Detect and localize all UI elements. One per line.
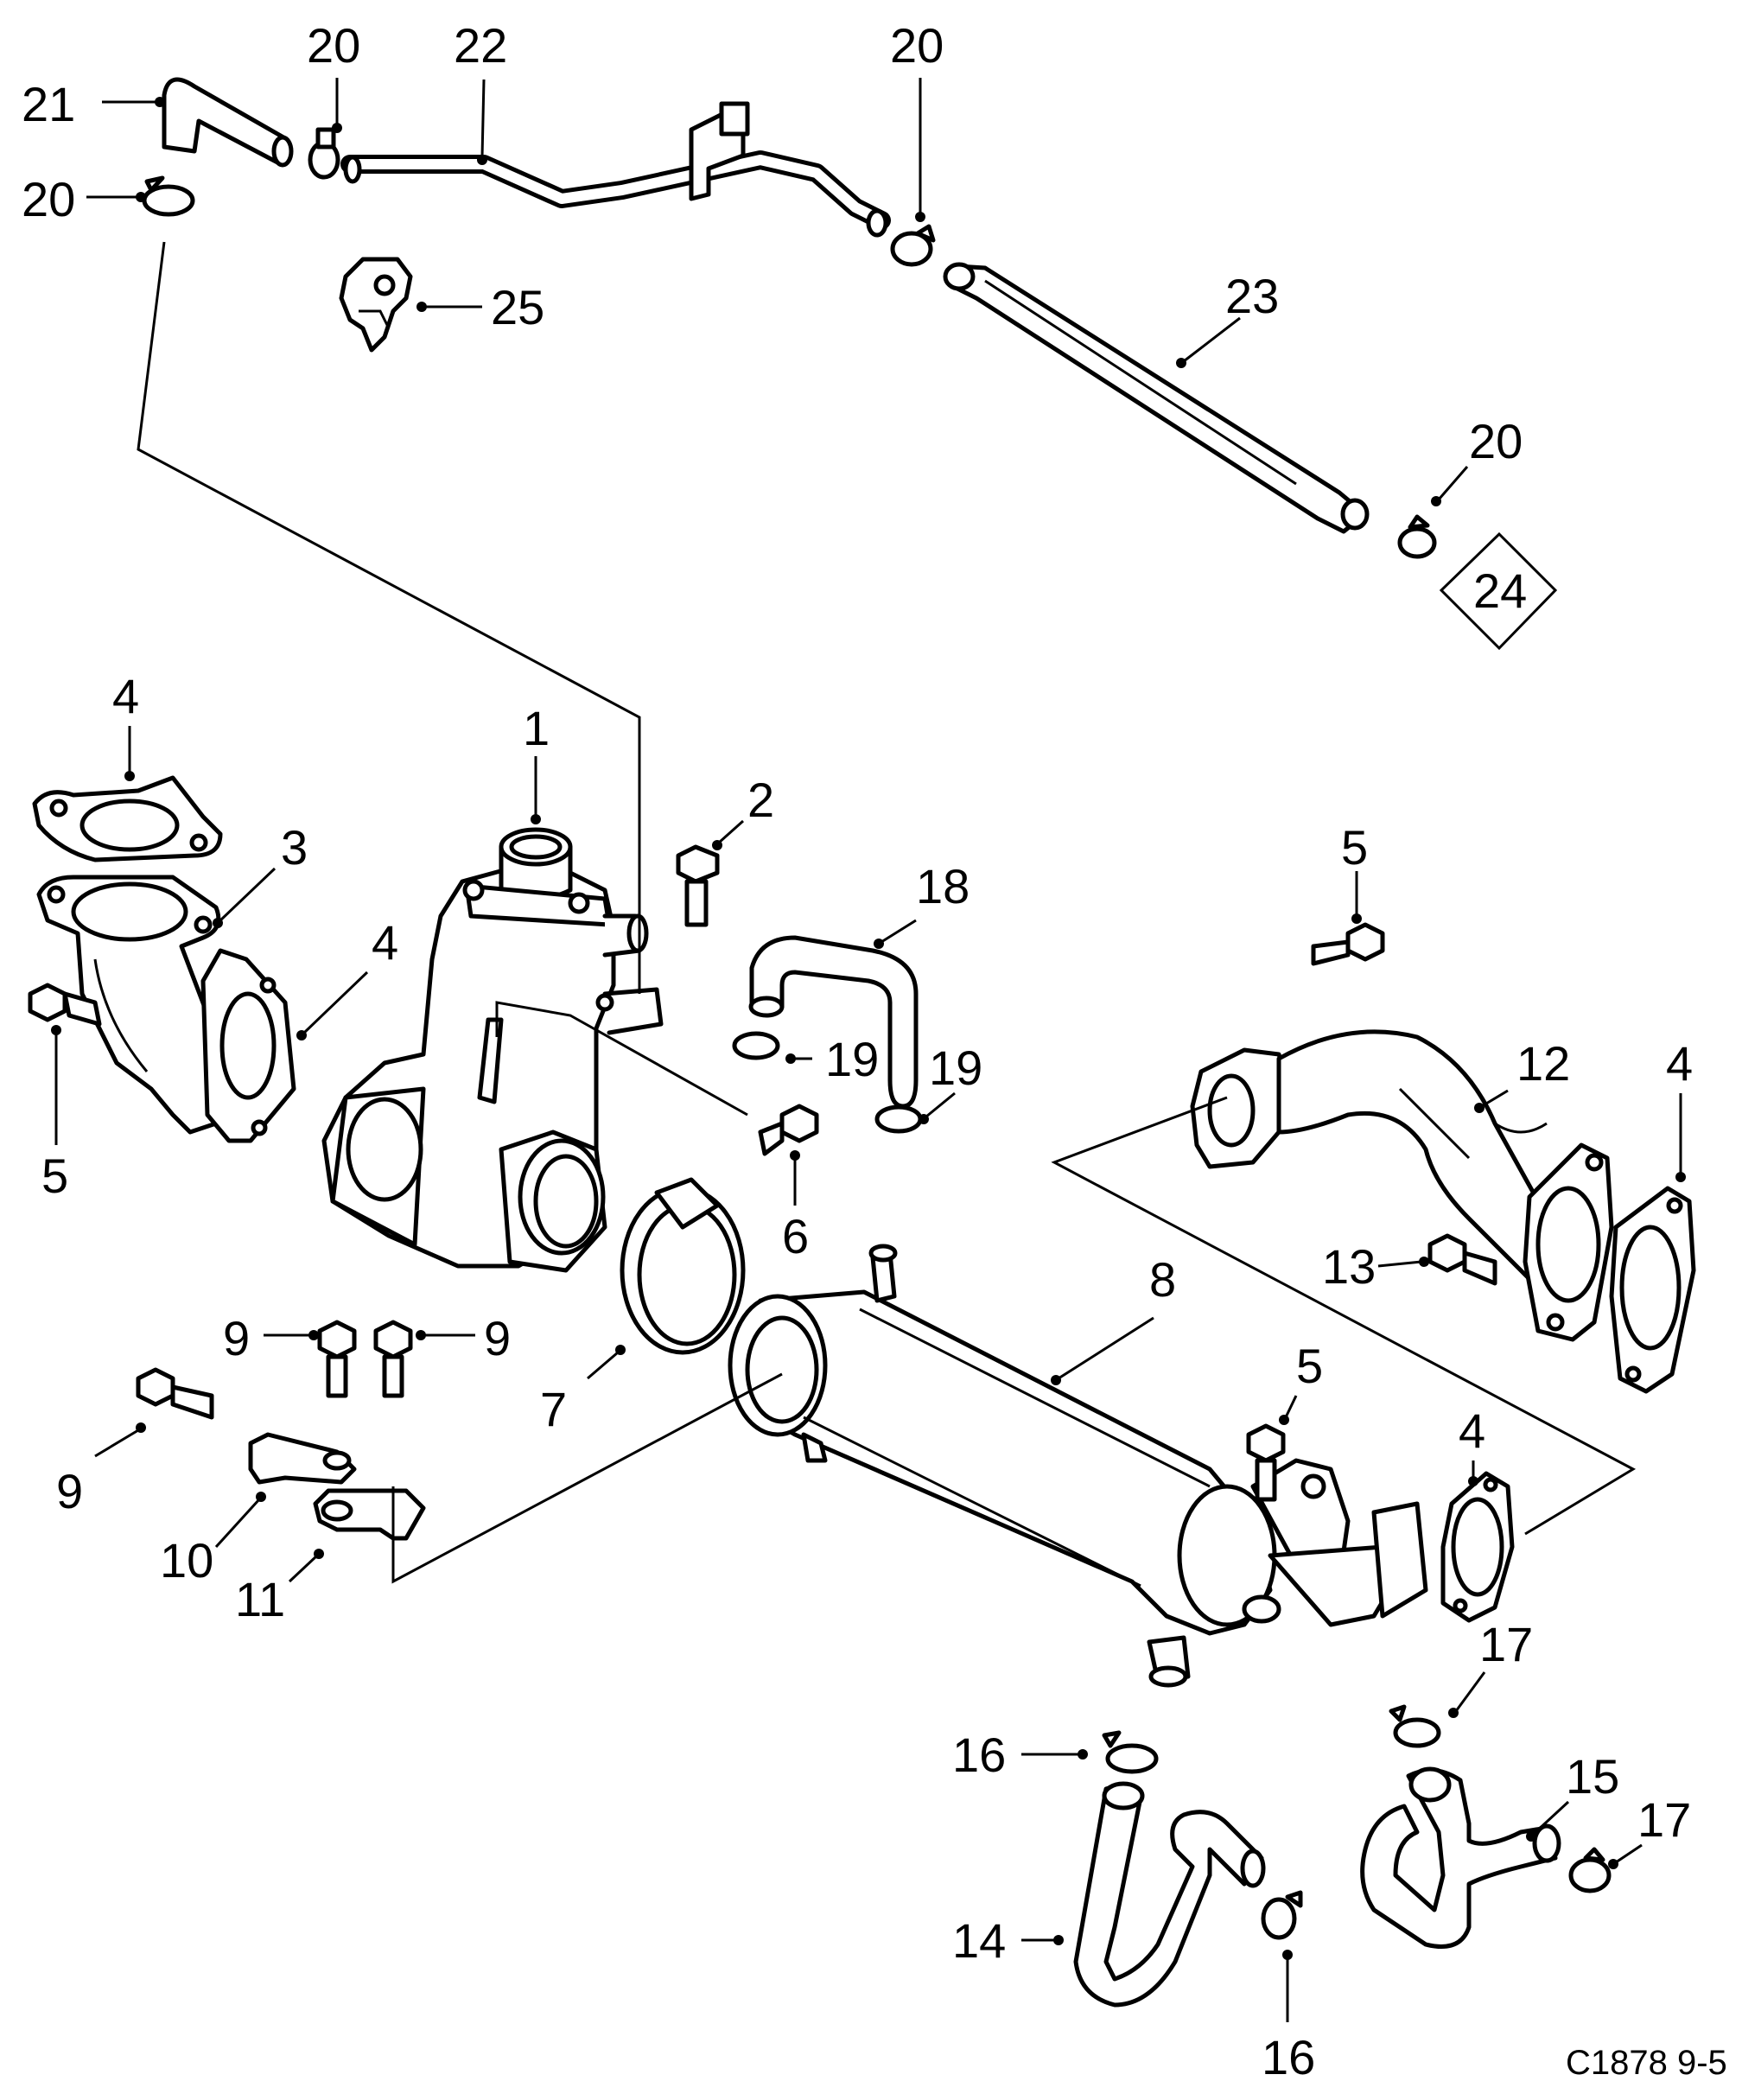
part-25-clip [339, 257, 413, 353]
callout-7: 7 [540, 1382, 567, 1436]
part-24-diamond [1439, 531, 1558, 651]
callout-23: 23 [1225, 269, 1279, 323]
callout-22: 22 [454, 18, 507, 73]
callout-4: 4 [1666, 1036, 1693, 1091]
part-14-hose [1073, 1781, 1266, 2008]
callout-20: 20 [307, 18, 360, 73]
callout-19: 19 [825, 1032, 879, 1086]
part-6-bolt [758, 1104, 819, 1156]
part-2-bolt [676, 844, 720, 927]
callout-25: 25 [491, 280, 544, 334]
part-23-pipe [943, 262, 1370, 534]
diagram-reference-code: C1878 9-5 [1566, 2044, 1727, 2082]
part-9-bolt-a [317, 1320, 357, 1398]
part-9-bolt-b [373, 1320, 413, 1398]
callout-15: 15 [1566, 1749, 1619, 1804]
part-17-clamp-b [1568, 1847, 1612, 1893]
part-12-pipe [1190, 1029, 1584, 1290]
part-20-clamp-b [308, 127, 340, 180]
callout-20: 20 [22, 172, 75, 226]
part-7-band-clamp [620, 1177, 746, 1355]
callout-5: 5 [1296, 1339, 1323, 1393]
leader-lines [51, 78, 1686, 2022]
callout-4: 4 [112, 669, 139, 723]
part-20-clamp-c [890, 224, 936, 267]
callout-6: 6 [782, 1209, 809, 1263]
part-16-clamp-b [1261, 1890, 1303, 1940]
part-20-clamp-d [1397, 514, 1437, 559]
part-16-clamp-a [1102, 1730, 1159, 1774]
part-4-gasket-c [1609, 1186, 1696, 1394]
callout-4: 4 [1459, 1403, 1485, 1458]
callout-18: 18 [916, 859, 970, 913]
part-19-clamp-a [732, 1031, 780, 1060]
callout-3: 3 [281, 820, 308, 875]
callout-20: 20 [890, 18, 944, 73]
callout-9: 9 [56, 1464, 83, 1518]
part-22-tube [340, 101, 891, 238]
callout-20: 20 [1469, 414, 1523, 468]
part-17-clamp-a [1389, 1704, 1441, 1748]
part-4-gasket-a [32, 775, 223, 862]
callout-16: 16 [952, 1728, 1006, 1782]
callout-17: 17 [1637, 1792, 1691, 1847]
part-1-egr-valve [321, 827, 664, 1273]
part-5-bolt-a [28, 983, 102, 1027]
callout-16: 16 [1262, 2030, 1315, 2084]
part-5-bolt-b [1311, 922, 1385, 966]
callout-5: 5 [1341, 820, 1368, 875]
part-13-bolt [1427, 1233, 1497, 1286]
callout-10: 10 [160, 1533, 213, 1588]
part-8-cooler [728, 1244, 1428, 1688]
callout-19: 19 [929, 1040, 982, 1095]
part-5-bolt-c [1246, 1423, 1286, 1502]
part-21-hose [162, 77, 294, 168]
callout-8: 8 [1149, 1252, 1176, 1307]
callout-13: 13 [1322, 1239, 1376, 1294]
callout-1: 1 [523, 701, 550, 755]
callout-5: 5 [41, 1149, 68, 1203]
callout-2: 2 [747, 773, 774, 827]
part-11-bracket [313, 1488, 426, 1541]
callout-12: 12 [1516, 1036, 1570, 1091]
callout-9: 9 [223, 1311, 250, 1365]
callout-21: 21 [22, 77, 75, 131]
part-15-hose [1360, 1766, 1561, 1949]
callout-17: 17 [1479, 1617, 1533, 1671]
part-20-clamp-a [142, 175, 195, 217]
callout-24: 24 [1473, 563, 1527, 618]
part-4-gasket-b [200, 948, 296, 1143]
part-19-clamp-b [874, 1104, 923, 1134]
part-12-flange [1523, 1142, 1614, 1342]
callout-14: 14 [952, 1913, 1006, 1968]
callout-11: 11 [235, 1572, 285, 1626]
assembly-lines [137, 241, 1637, 1584]
part-3-elbow [36, 875, 221, 1135]
callout-4: 4 [372, 915, 398, 970]
callout-9: 9 [484, 1311, 511, 1365]
part-10-bracket [248, 1432, 357, 1485]
part-4-gasket-d [1440, 1471, 1515, 1623]
part-9-bolt-c [136, 1367, 214, 1420]
callout-labels: 21 20 20 22 20 25 23 20 24 4 1 2 3 4 18 … [22, 18, 1693, 2084]
